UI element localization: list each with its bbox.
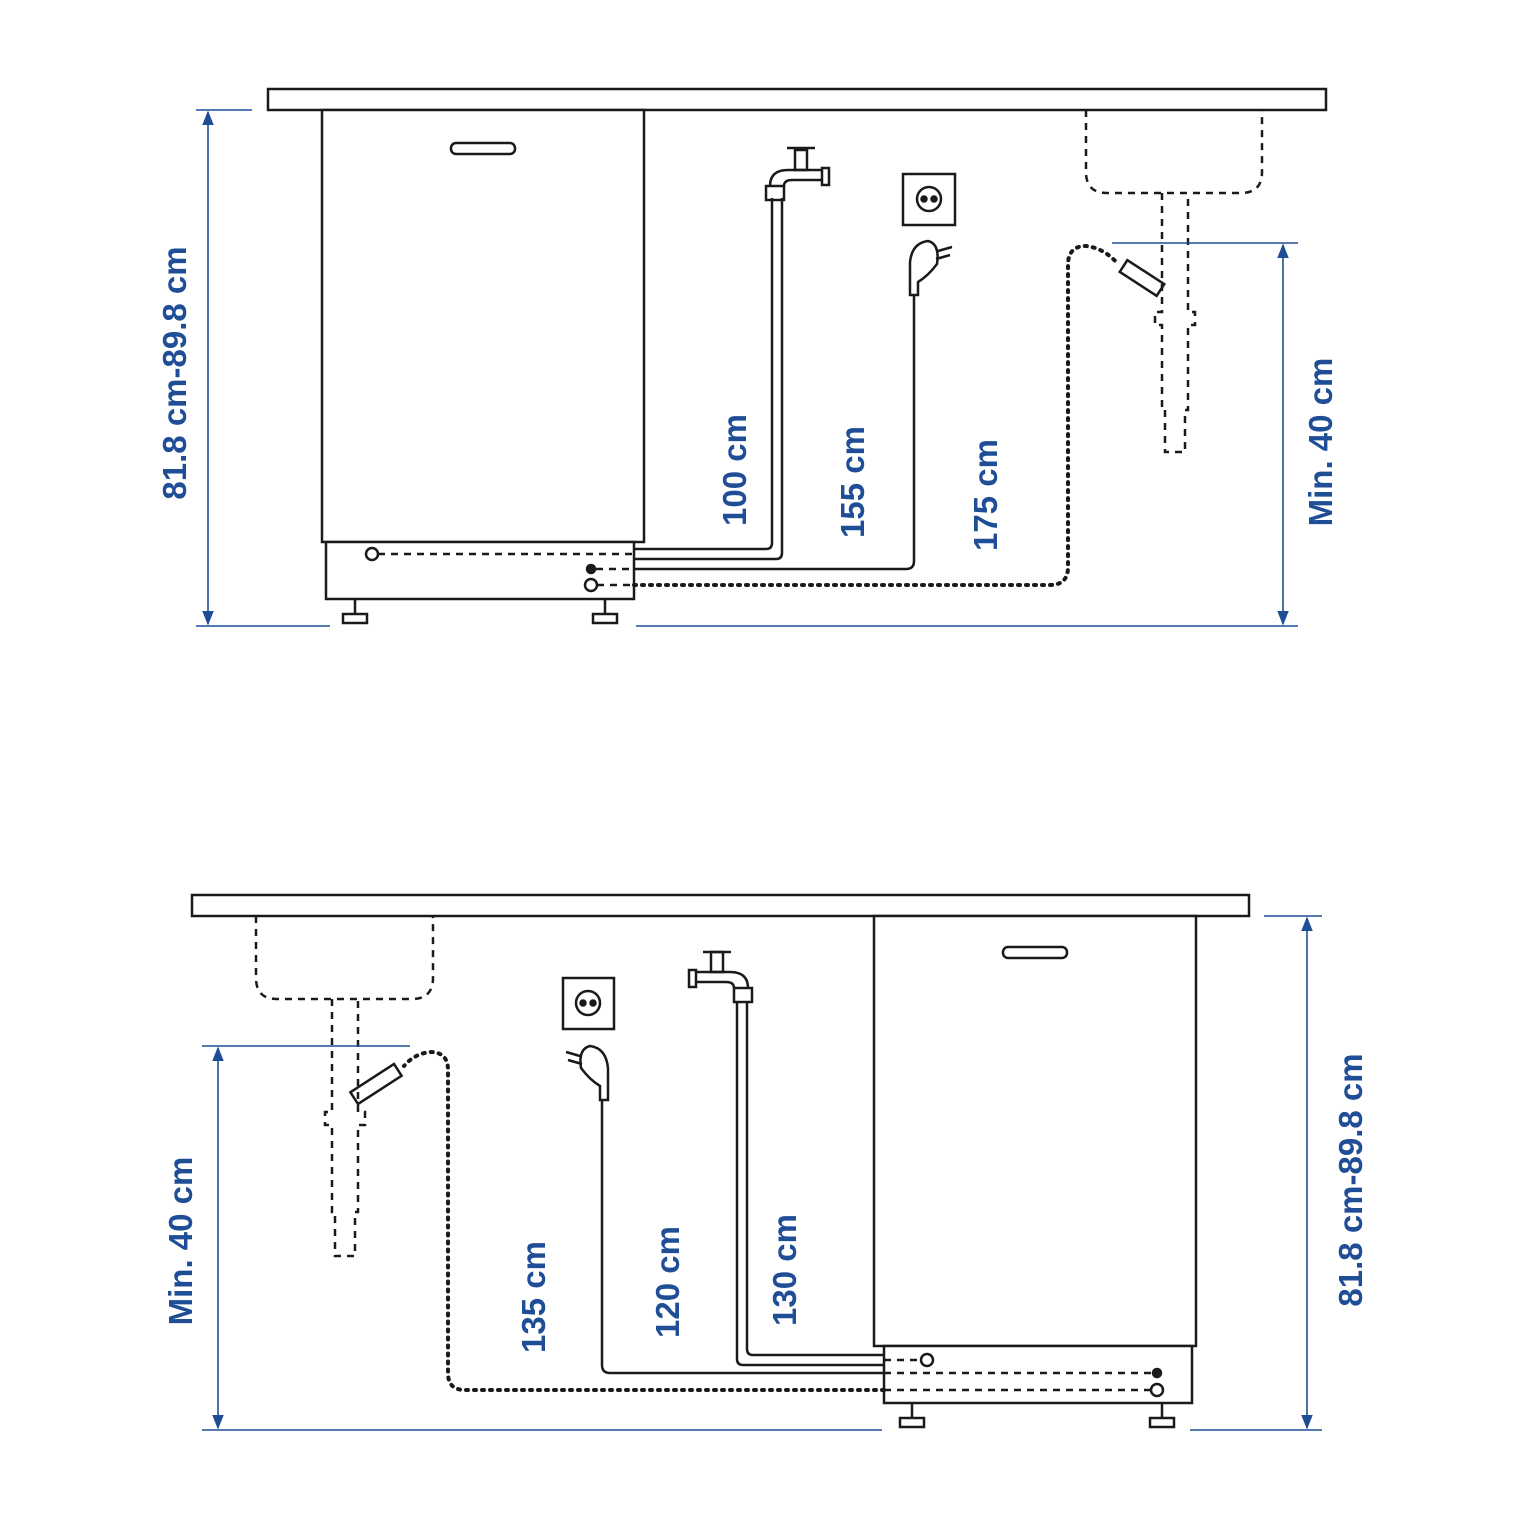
- drain-hose: [632, 243, 1120, 587]
- drain-hose: [402, 1049, 886, 1392]
- water-inlet-hose: [634, 198, 774, 551]
- bottom-power-cable-label: 120 cm: [649, 1226, 686, 1338]
- power-cable: [634, 290, 916, 571]
- diagram-top: [196, 87, 1328, 627]
- bottom-water-hose-label: 130 cm: [766, 1214, 803, 1326]
- dishwasher-door: [872, 914, 1198, 1348]
- power-cable: [600, 1098, 884, 1375]
- drain-height-dimension: [1112, 242, 1298, 626]
- drain-hose-connector-icon: [1118, 258, 1166, 298]
- door-handle: [449, 141, 517, 156]
- bottom-drain-hose-label: 135 cm: [515, 1241, 552, 1353]
- power-port: [1151, 1367, 1163, 1379]
- sink-drain-pipe: [1153, 193, 1197, 454]
- sink-basin: [254, 916, 435, 1001]
- water-tap-icon: [764, 146, 831, 202]
- adjustable-foot-left: [898, 1404, 926, 1429]
- height-dimension: [202, 915, 1322, 1431]
- water-inlet-port: [919, 1352, 935, 1368]
- dishwasher-door: [320, 108, 646, 544]
- power-plug-icon: [908, 239, 953, 297]
- top-height-label: 81.8 cm-89.8 cm: [156, 246, 193, 499]
- drain-hose-connector-icon: [348, 1062, 404, 1106]
- power-plug-icon: [565, 1044, 610, 1102]
- water-inlet-hose: [745, 1002, 884, 1357]
- bottom-height-label: 81.8 cm-89.8 cm: [1332, 1053, 1369, 1306]
- diagram-bottom-labels: Min. 40 cm 135 cm 120 cm 130 cm 81.8 cm-…: [162, 1053, 1369, 1353]
- power-socket-icon: [561, 976, 616, 1031]
- power-port: [585, 563, 597, 575]
- dishwasher-plinth: [882, 1344, 1194, 1405]
- drain-height-dimension: [202, 1045, 410, 1430]
- water-tap-icon: [687, 950, 754, 1004]
- power-socket-icon: [901, 172, 957, 227]
- sink-basin: [1084, 110, 1264, 195]
- top-water-hose-label: 100 cm: [716, 414, 753, 526]
- top-drain-height-label: Min. 40 cm: [1302, 358, 1339, 527]
- diagram-bottom: [190, 893, 1322, 1431]
- top-power-cable-label: 155 cm: [834, 426, 871, 538]
- sink-drain-pipe: [323, 999, 367, 1258]
- door-handle: [1001, 945, 1069, 960]
- dishwasher-plinth: [324, 540, 636, 601]
- top-drain-hose-label: 175 cm: [967, 439, 1004, 551]
- adjustable-foot-left: [341, 600, 369, 625]
- bottom-drain-height-label: Min. 40 cm: [162, 1157, 199, 1326]
- diagram-top-labels: 81.8 cm-89.8 cm 100 cm 155 cm 175 cm Min…: [156, 246, 1339, 551]
- adjustable-foot-right: [591, 600, 619, 625]
- adjustable-foot-right: [1148, 1404, 1176, 1429]
- height-dimension: [196, 109, 1298, 627]
- countertop: [190, 893, 1251, 918]
- countertop: [266, 87, 1328, 112]
